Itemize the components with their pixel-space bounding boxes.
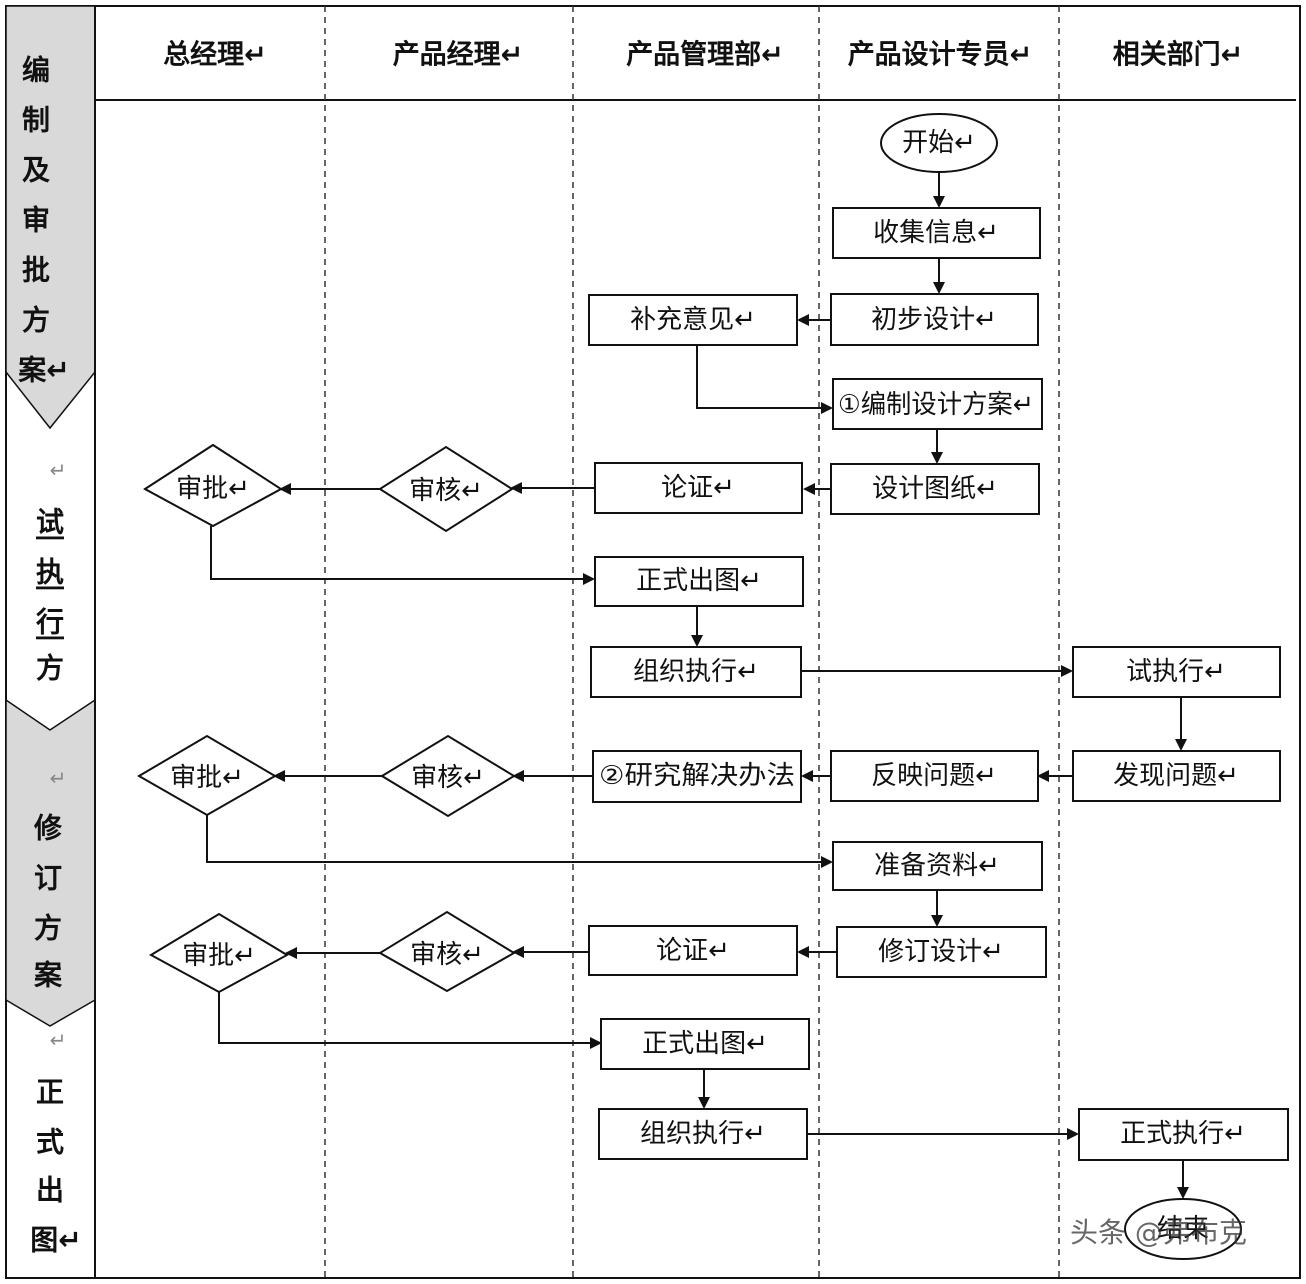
- phase3-char: 订: [34, 862, 62, 895]
- draft-plan-label: ①编制设计方案↵: [838, 390, 1034, 420]
- phase4-char: 式: [36, 1126, 64, 1159]
- start-node-label: 开始↵: [902, 128, 976, 158]
- supplement-opinion-box: [588, 294, 798, 346]
- prepare-materials-label: 准备资料↵: [874, 851, 1000, 881]
- organize-exec2-label: 组织执行↵: [640, 1119, 766, 1149]
- formal-drawing1-label: 正式出图↵: [636, 566, 762, 596]
- phase4-char: 图↵: [30, 1224, 81, 1257]
- review3-diamond: [378, 910, 516, 993]
- report-problem-box: [830, 750, 1039, 802]
- organize-exec2-box: [598, 1108, 808, 1160]
- phase2-char: ↵: [50, 458, 67, 482]
- approve3-diamond: [148, 912, 290, 994]
- revise-design-box: [836, 926, 1047, 978]
- collect-info-box: [832, 207, 1041, 259]
- arrow-approve3-formal2: [218, 992, 602, 1049]
- collect-info-label: 收集信息↵: [873, 218, 999, 248]
- review1-label: 审核↵: [409, 476, 483, 506]
- phase1-char: 方: [22, 304, 50, 337]
- phase3-char: 案: [34, 959, 63, 992]
- organize-exec1-box: [590, 646, 802, 698]
- phase2-char: 试: [36, 506, 64, 539]
- lane-header-design-specialist: 产品设计专员↵: [848, 40, 1033, 71]
- draft-plan-box: [832, 378, 1043, 430]
- trial-exec-label: 试执行↵: [1126, 657, 1226, 687]
- lane-header-related-depts: 相关部门↵: [1113, 39, 1244, 71]
- approve2-label: 审批↵: [170, 763, 244, 793]
- approve1-label: 审批↵: [176, 474, 250, 504]
- organize-exec1-label: 组织执行↵: [633, 657, 759, 687]
- formal-drawing2-box: [600, 1018, 810, 1070]
- research-solution-label: ②研究解决办法: [599, 761, 795, 791]
- supplement-opinion-label: 补充意见↵: [630, 305, 756, 335]
- connectors: [206, 172, 1189, 1199]
- prepare-materials-box: [832, 841, 1043, 891]
- phase2-char: 执: [36, 556, 64, 589]
- lane-header-product-manager: 产品经理↵: [393, 39, 524, 71]
- initial-design-box: [830, 293, 1039, 346]
- report-problem-label: 反映问题↵: [871, 761, 997, 791]
- review1-diamond: [378, 445, 514, 533]
- find-problem-label: 发现问题↵: [1113, 761, 1239, 791]
- formal-exec-box: [1078, 1108, 1289, 1161]
- phase4-char: ↵: [50, 1028, 67, 1052]
- formal-drawing2-label: 正式出图↵: [642, 1029, 768, 1059]
- phase3-char: 方: [34, 912, 62, 945]
- end-node: [1124, 1198, 1242, 1260]
- arrow-approve2-prepare: [206, 815, 833, 868]
- formal-drawing1-box: [594, 556, 804, 607]
- approve3-label: 审批↵: [182, 941, 256, 971]
- initial-design-label: 初步设计↵: [871, 305, 997, 335]
- phase2-char: 方: [36, 652, 64, 685]
- design-drawings-box: [830, 463, 1040, 515]
- phase-column: [5, 5, 96, 1278]
- end-node-label: 结束: [1157, 1214, 1209, 1244]
- phase1-char: 编: [22, 54, 50, 87]
- phase1-shape: [5, 5, 96, 430]
- approve1-diamond: [143, 443, 283, 528]
- verify2-box: [588, 925, 798, 976]
- phase1-char: 及: [22, 154, 50, 187]
- revise-design-label: 修订设计↵: [878, 937, 1004, 967]
- start-node: [880, 113, 998, 173]
- find-problem-box: [1072, 750, 1281, 802]
- research-solution-box: [592, 750, 802, 803]
- lane-header-product-mgmt-dept: 产品管理部↵: [626, 39, 784, 71]
- arrow-supplement-draft: [696, 345, 833, 414]
- lane-header-general-manager: 总经理↵: [163, 39, 267, 71]
- phase1-char: 制: [22, 104, 50, 137]
- review2-label: 审核↵: [411, 763, 485, 793]
- phase3-char: 修: [33, 812, 63, 845]
- arrow-approve-formal: [210, 526, 595, 585]
- phase4-char: 出: [36, 1174, 64, 1207]
- design-drawings-label: 设计图纸↵: [872, 474, 998, 504]
- outer-frame: [5, 5, 1301, 1279]
- verify1-box: [594, 462, 803, 514]
- watermark: 头条 @弗布克: [1070, 1216, 1247, 1249]
- phase1-char: 审: [22, 204, 50, 237]
- phase1-char: 案↵: [18, 354, 69, 387]
- verify1-label: 论证↵: [661, 473, 735, 503]
- verify2-label: 论证↵: [656, 936, 730, 966]
- approve2-diamond: [137, 734, 277, 817]
- phase2-char: 行: [35, 606, 64, 639]
- phase4-char: 正: [36, 1076, 64, 1109]
- trial-exec-box: [1072, 646, 1281, 698]
- review2-diamond: [380, 734, 516, 818]
- phase1-char: 批: [22, 254, 50, 287]
- review3-label: 审核↵: [410, 940, 484, 970]
- formal-exec-label: 正式执行↵: [1120, 1119, 1246, 1149]
- phase3-char: ↵: [50, 766, 67, 790]
